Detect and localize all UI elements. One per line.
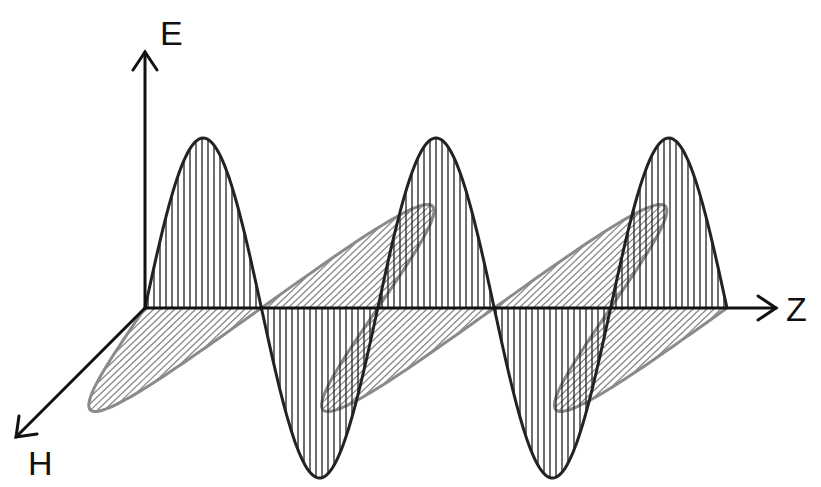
e-axis-label: E (160, 16, 183, 50)
h-axis (16, 308, 145, 437)
z-axis (145, 307, 776, 310)
h-arrowhead (16, 416, 37, 437)
z-arrowhead (758, 296, 776, 320)
h-axis-label: H (28, 446, 53, 480)
axes (16, 52, 776, 437)
e-axis (144, 52, 147, 308)
z-axis-label: Z (786, 292, 807, 326)
e-arrowhead (133, 52, 157, 70)
